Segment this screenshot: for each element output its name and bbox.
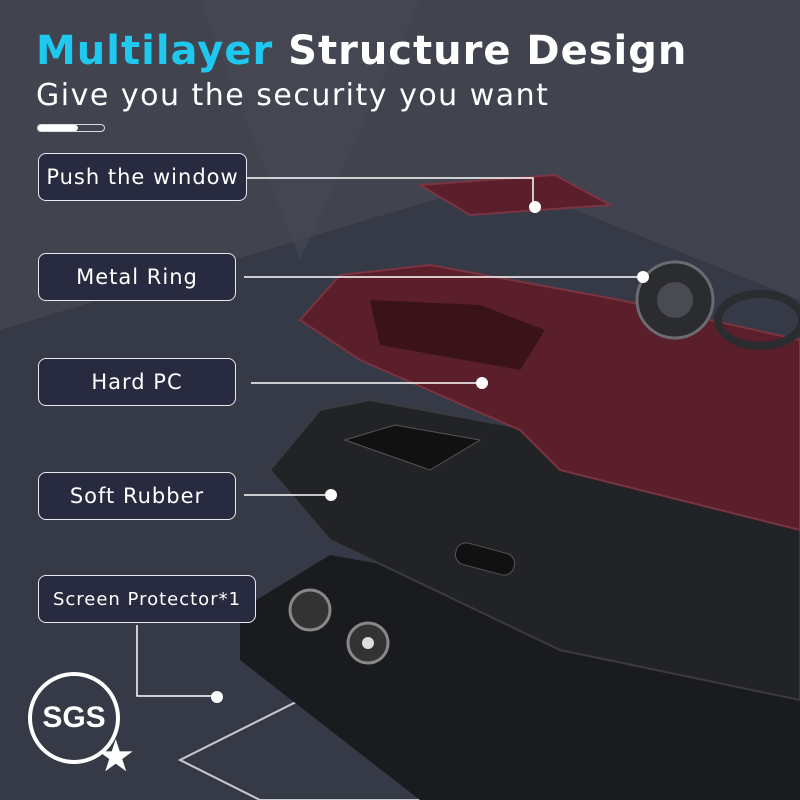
title-accent: Multilayer [36,28,274,74]
callout-dots [211,201,649,703]
label-push-window: Push the window [38,153,247,201]
title-rest: Structure Design [288,28,688,74]
label-screen-protector: Screen Protector*1 [38,575,256,623]
label-soft-rubber: Soft Rubber [38,472,236,520]
callout-lines [136,177,643,697]
page-title: Multilayer Structure Design [36,28,687,74]
star-icon: ★ [96,731,136,782]
camera-lens-1 [288,588,332,632]
subtitle: Give you the security you want [36,78,550,113]
progress-bar [37,124,105,132]
progress-fill [38,125,78,131]
label-hard-pc: Hard PC [38,358,236,406]
sgs-badge: SGS [28,672,120,764]
label-metal-ring: Metal Ring [38,253,236,301]
